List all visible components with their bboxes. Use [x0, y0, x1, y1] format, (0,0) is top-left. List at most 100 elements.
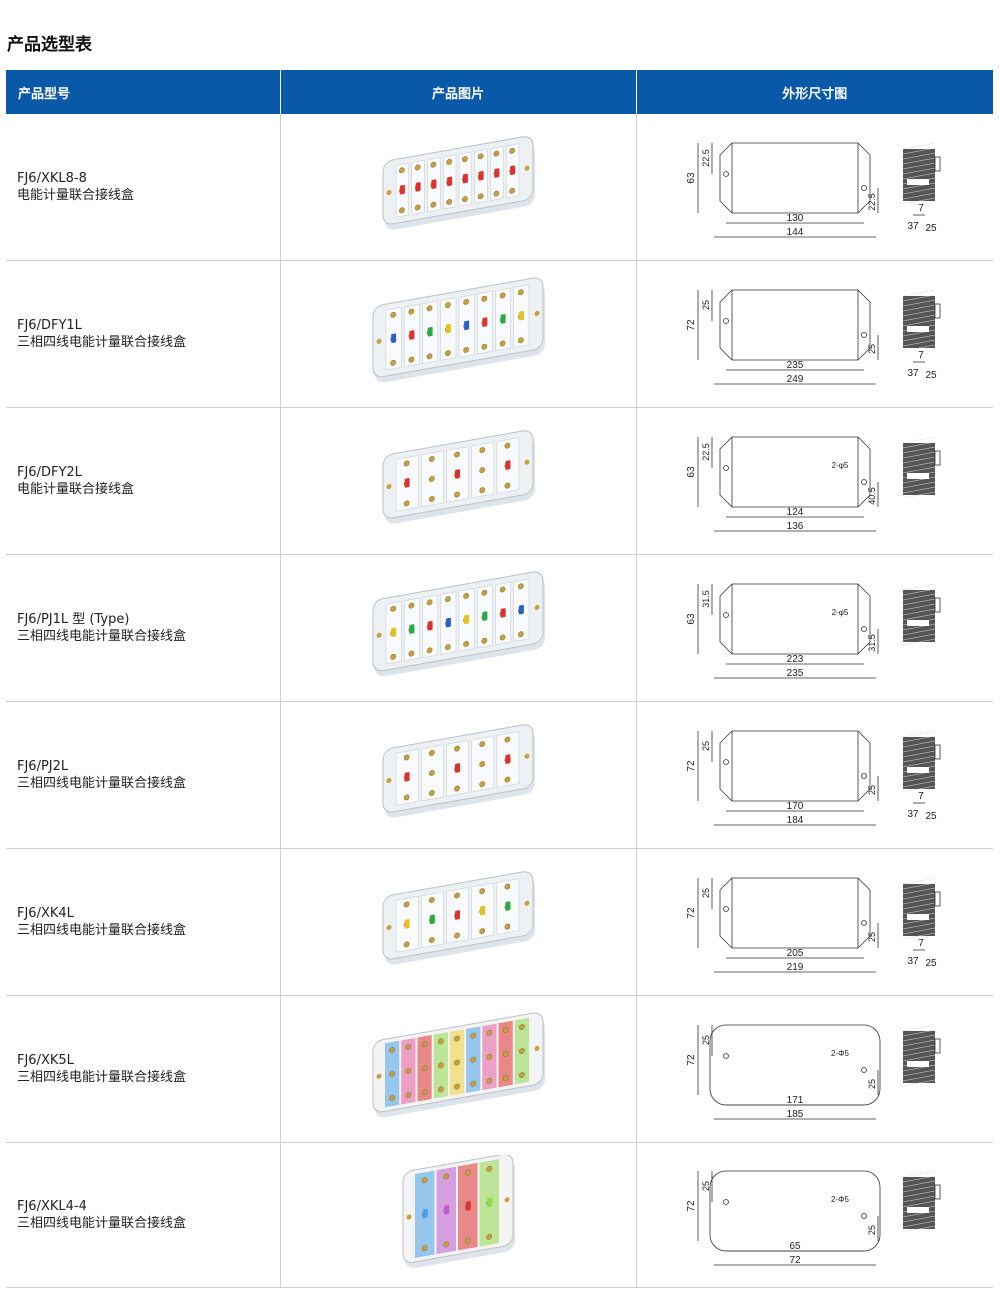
dimension-drawing-image: 72 25 25 65 72 2-Φ5 [686, 1170, 941, 1266]
product-photo-image [382, 430, 535, 524]
model-number: FJ6/XK5L [17, 1053, 74, 1068]
product-photo [280, 701, 637, 849]
svg-text:63: 63 [686, 466, 697, 478]
product-photo-image [402, 1155, 515, 1269]
svg-text:223: 223 [786, 654, 803, 665]
svg-text:235: 235 [786, 668, 803, 679]
dimension-drawing: 72 25 25 65 72 2-Φ5 [636, 1142, 993, 1288]
product-photo-body [382, 430, 535, 524]
svg-text:22.5: 22.5 [867, 193, 877, 211]
product-photo-image [382, 136, 535, 230]
product-name: 三相四线电能计量联合接线盒 [17, 776, 187, 791]
model-cell: FJ6/PJ2L 三相四线电能计量联合接线盒 [6, 701, 281, 849]
product-name: 电能计量联合接线盒 [17, 482, 135, 497]
svg-text:72: 72 [686, 1200, 697, 1212]
product-name: 三相四线电能计量联合接线盒 [17, 1216, 187, 1231]
svg-text:25: 25 [701, 1035, 711, 1045]
svg-text:72: 72 [686, 907, 697, 919]
svg-text:7: 7 [918, 791, 924, 802]
product-photo [280, 260, 637, 408]
model-cell: FJ6/PJ1L 型 (Type) 三相四线电能计量联合接线盒 [6, 554, 281, 702]
svg-text:22.5: 22.5 [701, 443, 711, 461]
svg-text:63: 63 [686, 172, 697, 184]
svg-text:65: 65 [789, 1241, 801, 1252]
svg-text:25: 25 [867, 932, 877, 942]
model-number: FJ6/PJ2L [17, 759, 69, 774]
product-photo-body [372, 571, 545, 677]
svg-text:249: 249 [786, 374, 803, 385]
product-name: 三相四线电能计量联合接线盒 [17, 629, 187, 644]
header-photo: 产品图片 [280, 70, 637, 114]
product-name: 三相四线电能计量联合接线盒 [17, 335, 187, 350]
product-name: 三相四线电能计量联合接线盒 [17, 923, 187, 938]
model-number: FJ6/XKL4-4 [17, 1199, 87, 1214]
model-number: FJ6/PJ1L 型 (Type) [17, 612, 130, 627]
model-cell: FJ6/XKL4-4 三相四线电能计量联合接线盒 [6, 1142, 281, 1288]
svg-text:136: 136 [786, 521, 803, 532]
svg-text:25: 25 [925, 223, 937, 234]
svg-text:170: 170 [786, 801, 803, 812]
svg-text:63: 63 [686, 613, 697, 625]
svg-text:130: 130 [786, 213, 803, 224]
svg-text:171: 171 [786, 1095, 803, 1106]
product-photo-body [372, 1012, 545, 1118]
model-number: FJ6/DFY2L [17, 465, 82, 480]
svg-text:22.5: 22.5 [701, 149, 711, 167]
header-model: 产品型号 [6, 70, 281, 114]
svg-text:25: 25 [701, 888, 711, 898]
svg-text:219: 219 [786, 962, 803, 973]
svg-text:25: 25 [701, 300, 711, 310]
product-photo-image [372, 277, 545, 383]
svg-text:72: 72 [686, 1054, 697, 1066]
svg-text:72: 72 [789, 1255, 801, 1266]
svg-text:205: 205 [786, 948, 803, 959]
svg-text:25: 25 [925, 370, 937, 381]
svg-text:185: 185 [786, 1109, 803, 1120]
product-name: 三相四线电能计量联合接线盒 [17, 1070, 187, 1085]
svg-text:37: 37 [907, 368, 919, 379]
svg-text:31.5: 31.5 [867, 634, 877, 652]
product-photo-body [402, 1155, 515, 1269]
product-photo [280, 114, 637, 261]
page-title: 产品选型表 [7, 35, 92, 55]
svg-text:25: 25 [925, 958, 937, 969]
svg-text:184: 184 [786, 815, 803, 826]
model-number: FJ6/XK4L [17, 906, 74, 921]
hole-spec-label: 2-φ5 [831, 461, 848, 470]
svg-text:235: 235 [786, 360, 803, 371]
svg-text:25: 25 [867, 1225, 877, 1235]
table-header-row: 产品型号 产品图片 外形尺寸图 [6, 70, 993, 114]
product-photo [280, 995, 637, 1143]
hole-spec-label: 2-Φ5 [831, 1195, 849, 1204]
hole-spec-label: 2-Φ5 [831, 1049, 849, 1058]
outline-drawing: 72 25 25 65 72 2-Φ5 [686, 1170, 941, 1266]
table-row: FJ6/XKL4-4 三相四线电能计量联合接线盒 72 25 25 65 72 2-Φ5 [6, 1142, 993, 1288]
model-cell: FJ6/DFY2L 电能计量联合接线盒 [6, 407, 281, 555]
model-cell: FJ6/DFY1L 三相四线电能计量联合接线盒 [6, 260, 281, 408]
product-photo [280, 848, 637, 996]
product-photo-image [382, 724, 535, 818]
model-number: FJ6/DFY1L [17, 318, 82, 333]
model-cell: FJ6/XK4L 三相四线电能计量联合接线盒 [6, 848, 281, 996]
svg-text:37: 37 [907, 809, 919, 820]
header-dimension-drawing: 外形尺寸图 [636, 70, 993, 114]
product-name: 电能计量联合接线盒 [17, 188, 135, 203]
model-cell: FJ6/XK5L 三相四线电能计量联合接线盒 [6, 995, 281, 1143]
svg-text:25: 25 [701, 1181, 711, 1191]
